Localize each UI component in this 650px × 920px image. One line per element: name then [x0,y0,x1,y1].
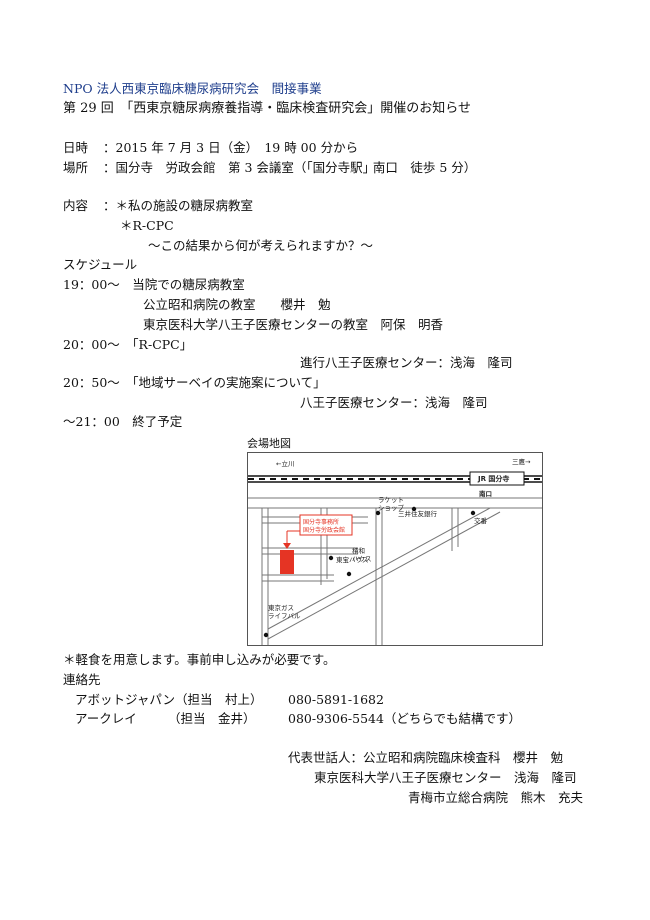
schedule-line-3: 東京医科大学八王子医療センターの教室 阿保 明香 [143,317,444,332]
contact-1-name: アボットジャパン（担当 村上） [75,692,263,707]
venue-map: ←立川 三鷹→ JR 国分寺 南口 ラケット ショップ 三井住友銀行 交番 国分… [247,452,543,646]
schedule-line-4: 20：00～ 「R-CPC」 [63,337,193,352]
label-sekiwa-1: 積和 [352,546,365,555]
label-station: JR 国分寺 [477,474,509,483]
datetime-label: 日時 [63,140,89,155]
schedule-line-1: 19：00～ 当院での糖尿病教室 [63,277,245,292]
racket-shop-dot [375,510,381,516]
venue-value: ：国分寺 労政会館 第 3 会議室（｢国分寺駅｣ 南口 徒歩 5 分） [103,160,477,175]
org-header: NPO 法人西東京臨床糖尿病研究会 間接事業 [63,81,322,96]
map-caption: 会場地図 [247,437,291,450]
datetime-value: ：2015 年 7 月 3 日（金） 19 時 00 分から [103,140,359,155]
content-line-1: ：＊私の施設の糖尿病教室 [103,198,254,213]
meal-note: ＊軽食を用意します。事前申し込みが必要です。 [63,652,336,667]
label-racket-1: ラケット [378,496,404,504]
road-diag-lower [267,511,501,640]
schedule-heading: スケジュール [63,257,138,272]
sekiwa-house-dot [346,571,352,577]
notice-title: 第 29 回 「西東京糖尿病療養指導・臨床検査研究会」開催のお知らせ [63,101,472,116]
contact-heading: 連絡先 [63,672,101,687]
content-line-2: ＊R-CPC [120,218,174,233]
label-tachikawa: ←立川 [276,459,294,468]
label-sekiwa-2: ハウス [352,555,372,563]
label-gas-2: ライフバル [268,612,301,620]
schedule-line-2: 公立昭和病院の教室 櫻井 勉 [143,297,331,312]
label-bank: 三井住友銀行 [398,509,438,518]
label-mitaka: 三鷹→ [512,457,531,466]
station-box [469,471,525,486]
organizer-line-2: 東京医科大学八王子医療センター 浅海 隆司 [314,770,577,785]
schedule-line-6: 20：50～ 「地域サーベイの実施案について」 [63,375,326,390]
contact-2-phone: 080-9306-5544（どちらでも結構です） [288,711,522,726]
schedule-line-7: 八王子医療センター：浅海 隆司 [300,395,488,410]
label-racket-2: ショップ [378,504,405,512]
road-diag-upper [267,507,491,630]
schedule-line-8: ～21：00 終了予定 [63,414,183,429]
venue-building [280,550,294,574]
label-gas-1: 東京ガス [268,603,294,612]
venue-callout [299,514,353,536]
label-toho: 東宝ハウス [336,555,369,564]
organizer-line-1: 代表世話人：公立昭和病院臨床検査科 櫻井 勉 [288,750,564,765]
contact-1-phone: 080-5891-1682 [288,692,384,707]
gas-lifeval-dot [263,632,269,638]
label-south-exit: 南口 [479,489,492,498]
schedule-line-5: 進行八王子医療センター：浅海 隆司 [300,355,513,370]
bank-dot [411,506,417,512]
contact-2-name: アークレイ （担当 金井） [75,711,256,726]
organizer-line-3: 青梅市立総合病院 熊木 充夫 [408,790,584,805]
label-venue-1: 国分寺事務所 [303,518,339,526]
venue-label: 場所 [63,160,89,175]
koban-dot [470,510,476,516]
content-label: 内容 [63,198,89,213]
map-drawing: ←立川 三鷹→ JR 国分寺 南口 ラケット ショップ 三井住友銀行 交番 国分… [248,457,542,645]
label-venue-2: 国分寺労政会館 [303,526,345,534]
toho-house-dot [328,555,334,561]
content-line-3: ～この結果から何が考えられますか？～ [148,238,374,253]
callout-arrow-head [283,543,291,549]
label-koban: 交番 [474,516,488,525]
